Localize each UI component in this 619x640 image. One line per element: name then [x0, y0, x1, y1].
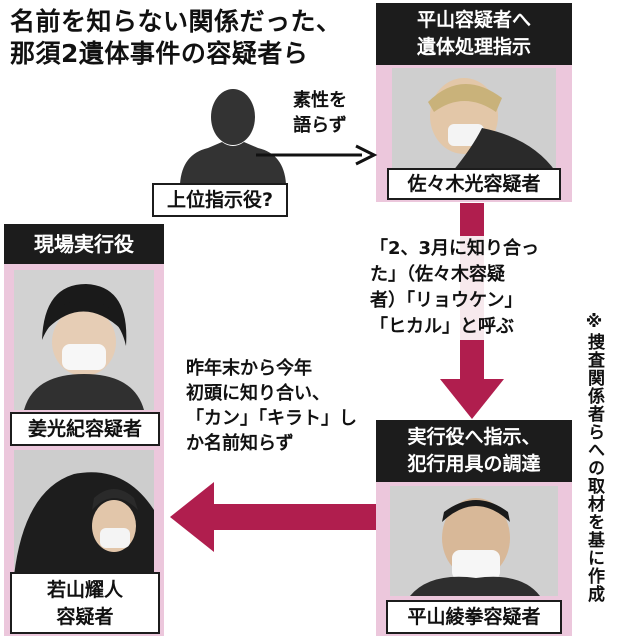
arrow-right-icon [256, 144, 378, 166]
title-line-2: 那須2遺体事件の容疑者ら [10, 39, 309, 68]
arrow-note-line-2: 語らず [293, 115, 347, 136]
person-photo-icon [14, 450, 154, 576]
left-note-line-3: 「カン」「キラト」し [186, 408, 357, 429]
person-silhouette-icon [180, 89, 286, 184]
name-hirayama: 平山綾拳容疑者 [407, 606, 541, 628]
suspect-photo-kang [14, 270, 154, 410]
arrow-note: 素性を 語らず [280, 88, 360, 138]
name-label-kang: 姜光紀容疑者 [10, 412, 160, 446]
person-photo-icon [14, 270, 154, 410]
name-label-hirayama: 平山綾拳容疑者 [386, 600, 562, 634]
bottom-right-header-line-2: 犯行用具の調達 [407, 453, 541, 475]
name-wakayama-line-1: 若山耀人 [46, 579, 123, 601]
suspect-photo-hirayama [390, 486, 558, 596]
middle-note-line-2: た」（佐々木容疑 [370, 264, 505, 285]
suspect-photo-wakayama [14, 450, 154, 576]
name-sasaki: 佐々木光容疑者 [407, 173, 541, 195]
middle-note-line-4: 「ヒカル」と呼ぶ [370, 316, 514, 337]
name-label-wakayama: 若山耀人 容疑者 [10, 572, 160, 634]
name-label-sasaki: 佐々木光容疑者 [387, 168, 561, 200]
bottom-right-header-line-1: 実行役へ指示、 [407, 426, 541, 448]
footnote-text: ※捜査関係者らへの取材を基に作成 [584, 312, 604, 603]
title-line-1: 名前を知らない関係だった、 [10, 7, 342, 36]
person-photo-icon [392, 68, 556, 172]
name-wakayama-line-2: 容疑者 [56, 606, 114, 628]
left-group-header: 現場実行役 [4, 224, 164, 264]
left-note-line-1: 昨年末から今年 [186, 358, 312, 379]
top-right-header-line-2: 遺体処理指示 [416, 36, 531, 58]
person-photo-icon [390, 486, 558, 596]
left-note-line-2: 初頭に知り合い、 [186, 383, 330, 404]
arrow-left-icon [170, 482, 380, 552]
unknown-label: 上位指示役? [152, 183, 288, 217]
left-note: 昨年末から今年 初頭に知り合い、 「カン」「キラト」し か名前知らず [186, 356, 370, 456]
middle-note-line-3: 者）「リョウケン」 [370, 290, 523, 311]
name-kang: 姜光紀容疑者 [27, 418, 142, 440]
unknown-silhouette [178, 84, 288, 184]
top-right-header-line-1: 平山容疑者へ [416, 9, 531, 31]
footnote: ※捜査関係者らへの取材を基に作成 [584, 312, 604, 638]
bottom-right-header: 実行役へ指示、 犯行用具の調達 [376, 420, 572, 482]
suspect-photo-sasaki [392, 68, 556, 172]
middle-note-line-1: 「2、3月に知り合っ [370, 238, 540, 259]
page-title: 名前を知らない関係だった、 那須2遺体事件の容疑者ら [10, 6, 370, 70]
left-note-line-4: か名前知らず [186, 433, 294, 454]
unknown-label-text: 上位指示役? [166, 189, 274, 211]
left-group-header-text: 現場実行役 [34, 232, 134, 256]
middle-note: 「2、3月に知り合っ た」（佐々木容疑 者）「リョウケン」 「ヒカル」と呼ぶ [370, 236, 580, 340]
arrow-note-line-1: 素性を [293, 90, 347, 111]
top-right-header: 平山容疑者へ 遺体処理指示 [376, 3, 572, 65]
